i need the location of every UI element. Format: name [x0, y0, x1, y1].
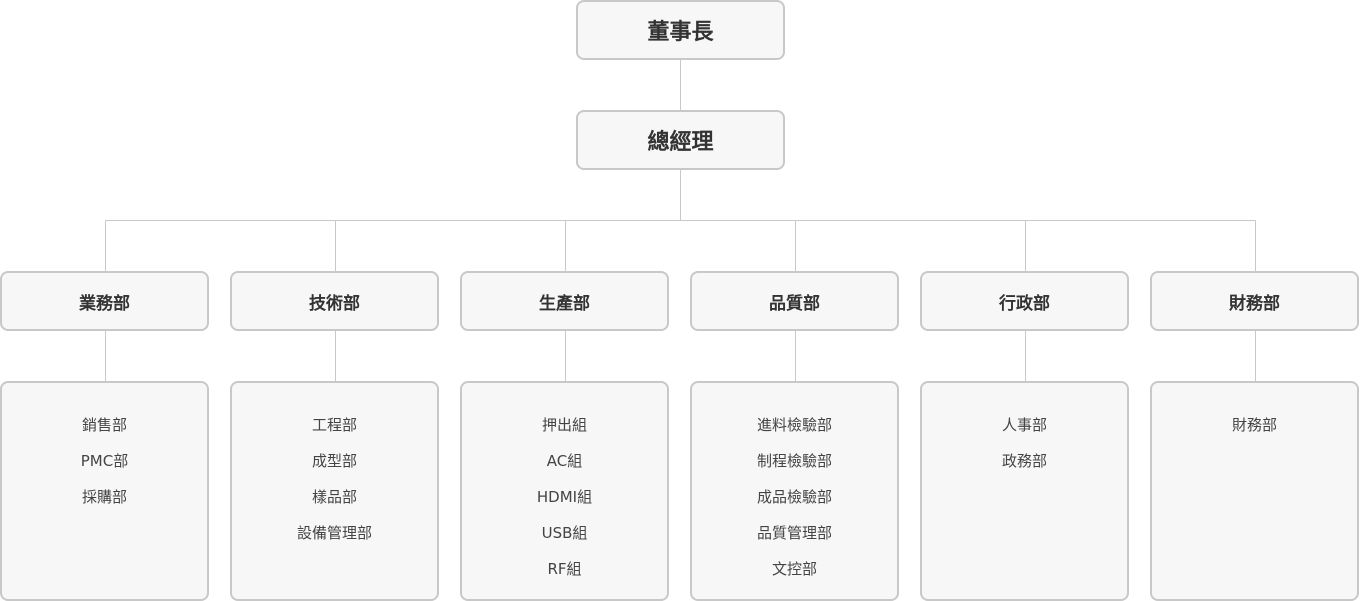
- department-label: 技術部: [309, 293, 360, 314]
- unit-item: 政務部: [1001, 452, 1047, 470]
- unit-item: HDMI組: [536, 488, 593, 506]
- chairman-node: 董事長: [576, 0, 785, 60]
- unit-item: PMC部: [80, 452, 129, 470]
- unit-item: 成品檢驗部: [756, 488, 832, 506]
- unit-row: 銷售部 PMC部 採購部 工程部 成型部 樣品部 設備管理部 押出組 AC組 H…: [0, 381, 1360, 601]
- unit-item: 工程部: [311, 416, 357, 434]
- department-node-quality: 品質部: [690, 271, 899, 331]
- department-node-finance: 財務部: [1150, 271, 1359, 331]
- department-label: 業務部: [79, 293, 130, 314]
- unit-item: 銷售部: [81, 416, 127, 434]
- unit-item: 文控部: [771, 560, 817, 578]
- unit-item: 樣品部: [311, 488, 357, 506]
- general-manager-label: 總經理: [647, 130, 714, 155]
- unit-list-production: 押出組 AC組 HDMI組 USB組 RF組: [460, 381, 669, 601]
- department-node-production: 生產部: [460, 271, 669, 331]
- department-label: 財務部: [1229, 293, 1280, 314]
- chairman-label: 董事長: [647, 20, 714, 45]
- unit-list-administration: 人事部 政務部: [920, 381, 1129, 601]
- department-node-sales: 業務部: [0, 271, 209, 331]
- unit-item: RF組: [547, 560, 582, 578]
- general-manager-node: 總經理: [576, 110, 785, 170]
- unit-item: 人事部: [1001, 416, 1047, 434]
- department-node-technical: 技術部: [230, 271, 439, 331]
- department-label: 品質部: [769, 293, 820, 314]
- unit-item: 進料檢驗部: [756, 416, 832, 434]
- unit-list-technical: 工程部 成型部 樣品部 設備管理部: [230, 381, 439, 601]
- department-row: 業務部 技術部 生產部 品質部 行政部 財務部: [0, 271, 1360, 331]
- unit-item: 採購部: [81, 488, 127, 506]
- unit-list-sales: 銷售部 PMC部 採購部: [0, 381, 209, 601]
- unit-list-finance: 財務部: [1150, 381, 1359, 601]
- unit-item: 成型部: [311, 452, 357, 470]
- unit-list-quality: 進料檢驗部 制程檢驗部 成品檢驗部 品質管理部 文控部: [690, 381, 899, 601]
- department-node-administration: 行政部: [920, 271, 1129, 331]
- unit-item: 品質管理部: [756, 524, 832, 542]
- unit-item: USB組: [541, 524, 588, 542]
- department-label: 行政部: [999, 293, 1050, 314]
- unit-item: 制程檢驗部: [756, 452, 832, 470]
- unit-item: 財務部: [1231, 416, 1277, 434]
- unit-item: 設備管理部: [296, 524, 372, 542]
- department-label: 生產部: [539, 293, 590, 314]
- unit-item: AC組: [546, 452, 583, 470]
- unit-item: 押出組: [541, 416, 587, 434]
